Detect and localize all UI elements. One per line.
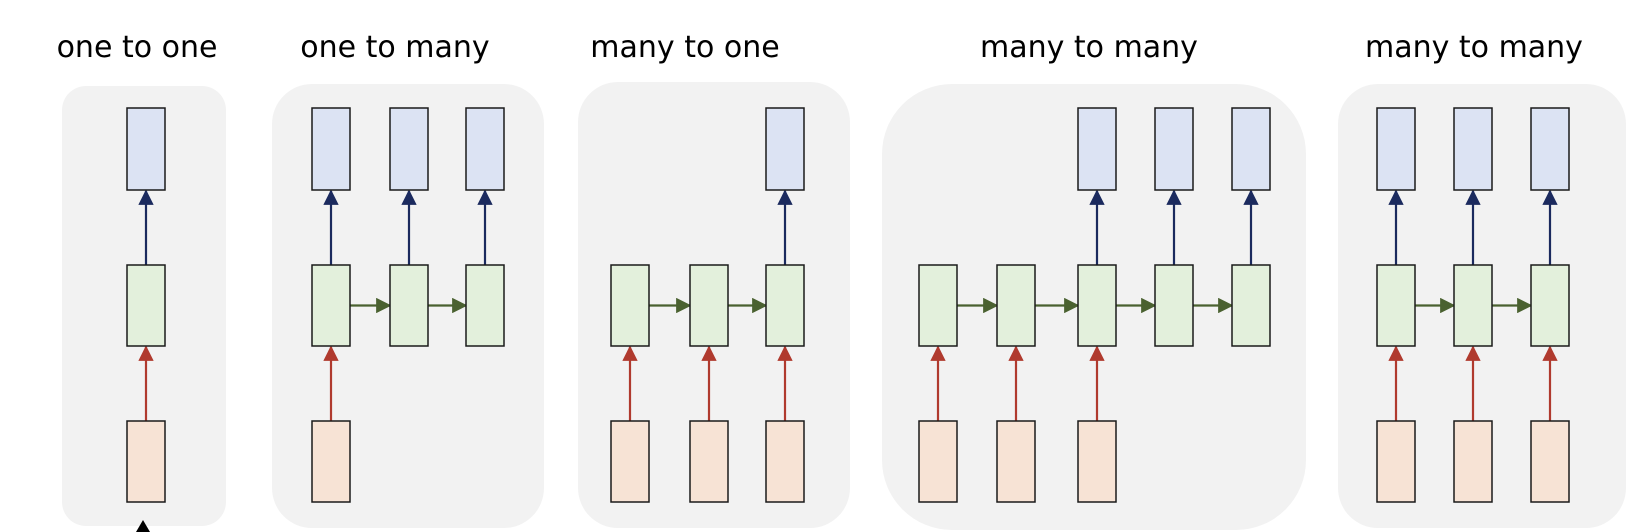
one-to-one-input-box — [126, 420, 166, 503]
one-to-many-output-box — [389, 107, 429, 191]
many-to-many-b-hidden-box — [1530, 264, 1570, 347]
many-to-one-input-box — [689, 420, 729, 503]
many-to-many-b-input-box — [1530, 420, 1570, 503]
many-to-many-a-hidden-box — [1154, 264, 1194, 347]
many-to-many-a-input-box — [996, 420, 1036, 503]
one-to-many-hidden-box — [389, 264, 429, 347]
many-to-many-b-input-box — [1453, 420, 1493, 503]
many-to-many-a-input-box — [1077, 420, 1117, 503]
many-to-many-b-output-box — [1376, 107, 1416, 191]
title-many-to-many-b: many to many — [1365, 30, 1583, 65]
many-to-many-a-hidden-box — [918, 264, 958, 347]
many-to-many-a-hidden-box — [996, 264, 1036, 347]
one-to-many-output-box — [465, 107, 505, 191]
many-to-many-a-input-box — [918, 420, 958, 503]
many-to-one-hidden-box — [765, 264, 805, 347]
many-to-many-b-hidden-box — [1453, 264, 1493, 347]
many-to-one-output-box — [765, 107, 805, 191]
one-to-many-output-box — [311, 107, 351, 191]
many-to-one-hidden-box — [610, 264, 650, 347]
many-to-many-a-hidden-box — [1077, 264, 1117, 347]
one-to-many-hidden-box — [465, 264, 505, 347]
many-to-one-hidden-box — [689, 264, 729, 347]
title-one-to-one: one to one — [56, 30, 218, 65]
many-to-many-a-output-box — [1077, 107, 1117, 191]
many-to-many-b-output-box — [1453, 107, 1493, 191]
many-to-many-b-output-box — [1530, 107, 1570, 191]
one-to-many-hidden-box — [311, 264, 351, 347]
many-to-many-a-output-box — [1154, 107, 1194, 191]
title-many-to-many-a: many to many — [980, 30, 1198, 65]
one-to-one-output-box — [126, 107, 166, 191]
many-to-many-b-hidden-box — [1376, 264, 1416, 347]
many-to-one-input-box — [610, 420, 650, 503]
many-to-many-a-hidden-box — [1231, 264, 1271, 347]
many-to-many-a-output-box — [1231, 107, 1271, 191]
bottom-arrow-tip-icon — [136, 520, 150, 532]
title-one-to-many: one to many — [300, 30, 490, 65]
one-to-many-input-box — [311, 420, 351, 503]
title-many-to-one: many to one — [590, 30, 780, 65]
many-to-many-b-input-box — [1376, 420, 1416, 503]
many-to-one-input-box — [765, 420, 805, 503]
one-to-one-hidden-box — [126, 264, 166, 347]
